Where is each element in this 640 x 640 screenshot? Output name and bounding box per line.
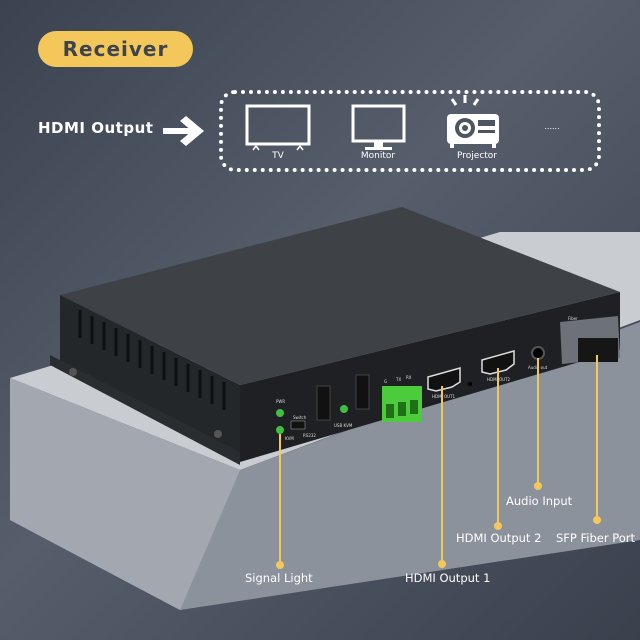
- device-shape: [78, 310, 226, 410]
- device-shape: [10, 378, 240, 610]
- device-shape: [276, 561, 284, 569]
- panel-label: KVM: [285, 436, 294, 441]
- signal-led: [276, 426, 284, 434]
- hdmi-out1-port: [427, 367, 461, 392]
- device-shape: [494, 522, 502, 530]
- projector-icon: [447, 95, 499, 148]
- monitor-label: Monitor: [360, 151, 396, 161]
- receiver-title: Receiver: [62, 37, 169, 61]
- sfp-fiber-port: [560, 316, 620, 364]
- device-shape: [245, 104, 311, 146]
- rs232-terminal-block: [382, 386, 422, 422]
- device-shape: [60, 207, 620, 385]
- panel-label: TX: [395, 377, 401, 382]
- device-shape: [438, 560, 446, 568]
- device-shape: [410, 400, 418, 414]
- receiver-badge: Receiver: [38, 31, 193, 67]
- signal-light-callout: Signal Light: [245, 571, 313, 585]
- device-shape: [69, 368, 77, 376]
- more-devices-ellipsis: ......: [544, 122, 560, 131]
- device-shape: [478, 120, 495, 126]
- device-shape: [386, 404, 394, 418]
- panel-label: PWR: [276, 399, 285, 404]
- receiver-device: PWR Switch KVM RS232 USB KVM G TX RX HDM…: [50, 207, 620, 465]
- hdmi-output-2-callout: HDMI Output 2: [456, 531, 542, 545]
- pwr-led: [276, 409, 284, 417]
- device-shape: [492, 144, 496, 148]
- hdmi-out2-port: [481, 350, 515, 375]
- device-shape: [355, 374, 370, 410]
- panel-label: Switch: [293, 415, 307, 420]
- monitor-icon: [351, 104, 406, 150]
- device-shape: [50, 355, 240, 465]
- device-shape: [450, 95, 480, 106]
- output-devices-box: [219, 90, 601, 172]
- device-shape: [478, 130, 495, 133]
- device-shape: [450, 144, 454, 148]
- device-shape: [374, 142, 383, 147]
- device-shape: [163, 128, 193, 134]
- tv-icon: [245, 104, 311, 151]
- audio-input-callout: Audio Input: [506, 494, 573, 508]
- hdmi-output-1-callout: HDMI Output 1: [405, 571, 491, 585]
- panel-label: G: [384, 379, 387, 384]
- panel-label: RX: [406, 375, 412, 380]
- panel-label: RS232: [303, 433, 316, 438]
- device-shape: [214, 430, 222, 438]
- device-shape: [290, 420, 306, 430]
- device-shape: [365, 147, 392, 150]
- device-shape: [351, 104, 406, 143]
- device-shape: [468, 382, 472, 386]
- device-shape: [252, 145, 304, 151]
- projector-label: Projector: [457, 151, 497, 161]
- callout-lines: [276, 355, 601, 569]
- device-shape: [593, 516, 601, 524]
- tv-label: TV: [272, 151, 284, 161]
- device-shape: [180, 116, 204, 146]
- panel-label: Fiber: [568, 316, 578, 321]
- audio-jack: [531, 346, 545, 360]
- panel-label: HDMI OUT1: [432, 394, 456, 399]
- arrow-right-icon: [163, 116, 204, 146]
- device-shape: [462, 125, 468, 131]
- hdmi-output-label: HDMI Output: [38, 119, 154, 137]
- sfp-fiber-port-callout: SFP Fiber Port: [556, 531, 636, 545]
- device-shape: [398, 402, 406, 416]
- panel-label: USB KVM: [334, 423, 353, 428]
- device-shape: [316, 385, 331, 421]
- device-shape: [534, 482, 542, 490]
- usb-kvm-led: [340, 405, 348, 413]
